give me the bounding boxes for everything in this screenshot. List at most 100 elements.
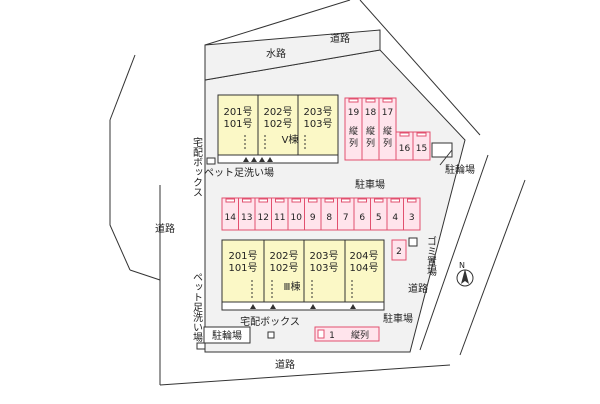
building-iii-name: Ⅲ棟 xyxy=(284,280,301,293)
parking-spot-14-num: 14 xyxy=(225,213,237,223)
delivery-box-label-bottom: 宅配ボックス xyxy=(240,315,300,328)
road-line-left-1 xyxy=(109,120,131,271)
north-arrow-icon xyxy=(461,269,469,284)
building-v-unit-1-lower: 101号 xyxy=(223,118,252,130)
building-iii-unit-3-upper: 203号 xyxy=(309,250,338,262)
parking-spot-10: 10 xyxy=(287,197,305,231)
parking-spot-19-num: 19 xyxy=(348,108,360,118)
road-label-left: 道路 xyxy=(155,222,175,235)
road-label-top: 道路 xyxy=(330,32,350,45)
road-line-top-1 xyxy=(204,0,351,46)
parking-spot-1-num: 1 xyxy=(329,331,335,341)
parking-spot-17-note: 縦 xyxy=(383,125,392,137)
parking-spot-11-num: 11 xyxy=(274,213,285,223)
parking-spot-18-note: 縦 xyxy=(366,125,375,137)
parking-spot-19-note-2: 列 xyxy=(349,137,358,149)
parking-spot-4-num: 4 xyxy=(392,213,398,223)
parking-spot-3: 3 xyxy=(403,197,421,231)
building-v-name: V棟 xyxy=(282,133,299,146)
building-v-unit-3-lower: 103号 xyxy=(303,118,332,130)
delivery-box-marker xyxy=(267,331,275,339)
bike-parking-label-right: 駐輪場 xyxy=(445,163,475,176)
pet-wash-label-top: ペット足洗い場 xyxy=(204,166,274,179)
parking-spot-5: 5 xyxy=(370,197,388,231)
waterway-label: 水路 xyxy=(266,47,286,60)
parking-spot-13-num: 13 xyxy=(241,213,252,223)
parking-spot-19: 19 縦列 xyxy=(344,97,363,161)
garbage-label: ゴミ置場 xyxy=(425,235,437,277)
building-iii-unit-2-upper: 202号 xyxy=(269,250,298,262)
road-label-bottom: 道路 xyxy=(275,358,295,371)
parking-spot-14: 14 xyxy=(221,197,239,231)
north-arrow: N xyxy=(456,261,474,287)
parking-spot-18: 18 縦列 xyxy=(361,97,380,161)
parking-spot-6: 6 xyxy=(353,197,371,231)
building-v-unit-2-upper: 202号 xyxy=(263,106,292,118)
parking-spot-10-num: 10 xyxy=(291,213,303,223)
parking-spot-2-label: 2 xyxy=(396,247,402,257)
building-iii-unit-1-upper: 201号 xyxy=(228,250,257,262)
parking-spot-17-num: 17 xyxy=(382,108,393,118)
parking-spot-8: 8 xyxy=(320,197,338,231)
bike-shed-bottom xyxy=(203,326,251,344)
parking-spot-7: 7 xyxy=(337,197,355,231)
parking-spot-1: 1 縦列 xyxy=(314,326,380,342)
parking-spot-9: 9 xyxy=(304,197,322,231)
road-line-right-1 xyxy=(419,154,489,351)
parking-label-center: 駐車場 xyxy=(355,178,385,191)
parking-spot-4: 4 xyxy=(386,197,404,231)
road-line-right-top xyxy=(359,0,481,136)
garbage-box xyxy=(408,237,418,247)
building-iii-entrances xyxy=(250,304,356,309)
parking-spot-17-note-2: 列 xyxy=(383,137,392,149)
road-line-left-3 xyxy=(129,269,161,281)
building-iii-unit-1-lower: 101号 xyxy=(228,262,257,274)
building-v-unit-2-lower: 102号 xyxy=(263,118,292,130)
parking-label-lower: 駐車場 xyxy=(383,312,413,325)
pet-wash-marker-top xyxy=(206,157,216,165)
parking-spot-2: 2 xyxy=(391,239,407,261)
road-label-right: 道路 xyxy=(408,282,428,295)
parking-spot-15-num: 15 xyxy=(416,144,427,154)
building-v-unit-3-upper: 203号 xyxy=(303,106,332,118)
parking-spot-12: 12 xyxy=(254,197,272,231)
road-line-right-2 xyxy=(459,179,526,356)
parking-spot-16-num: 16 xyxy=(399,144,411,154)
building-v-unit-1-upper: 201号 xyxy=(223,106,252,118)
parking-spot-9-num: 9 xyxy=(310,213,316,223)
pet-wash-label-bottom: ペット足洗い場 xyxy=(191,272,203,343)
pet-wash-marker-bottom xyxy=(196,342,206,350)
parking-spot-1-note: 縦列 xyxy=(351,329,369,341)
parking-spot-7-num: 7 xyxy=(343,213,349,223)
parking-spot-16: 16 xyxy=(395,131,414,161)
parking-spot-19-note: 縦 xyxy=(349,125,358,137)
building-iii-unit-4-lower: 104号 xyxy=(349,262,378,274)
parking-spot-18-note-2: 列 xyxy=(366,137,375,149)
parking-spot-17: 17 縦列 xyxy=(378,97,397,161)
road-line-bottom xyxy=(159,364,451,386)
building-v: 201号 101号 202号 102号 203号 103号 V棟 xyxy=(217,94,339,164)
parking-spot-6-num: 6 xyxy=(359,213,365,223)
parking-spot-5-num: 5 xyxy=(376,213,382,223)
bike-parking-label-bottom: 駐輪場 xyxy=(212,329,242,342)
parking-spot-3-num: 3 xyxy=(409,213,415,223)
waterway-strip xyxy=(204,29,381,81)
bike-shed-right xyxy=(431,142,453,158)
road-line-left-top xyxy=(109,54,136,121)
parking-spot-12-num: 12 xyxy=(258,213,269,223)
parking-spot-11: 11 xyxy=(271,197,289,231)
building-v-entrances xyxy=(243,157,273,162)
building-iii-unit-2-lower: 102号 xyxy=(269,262,298,274)
building-iii-unit-3-lower: 103号 xyxy=(309,262,338,274)
building-iii: 201号 101号 202号 102号 203号 103号 204号 104号 … xyxy=(221,239,385,311)
parking-spot-15: 15 xyxy=(412,131,431,161)
delivery-box-label-top: 宅配ボックス xyxy=(191,136,203,197)
parking-spot-13: 13 xyxy=(238,197,256,231)
north-label: N xyxy=(459,261,465,270)
parking-spot-18-num: 18 xyxy=(365,108,377,118)
